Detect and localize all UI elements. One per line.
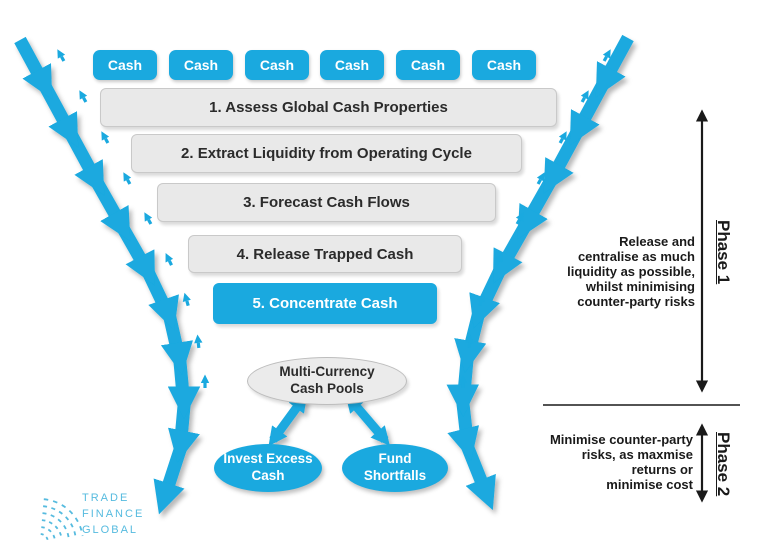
right-main-funnel-arrow: [446, 34, 634, 511]
pool-connector-left: [268, 392, 308, 447]
cash-box-2: Cash: [169, 50, 233, 80]
cash-box-1: Cash: [93, 50, 157, 80]
step-release-trapped-cash: 4. Release Trapped Cash: [188, 235, 462, 273]
logo-fan-icon: [40, 498, 84, 542]
cash-box-4: Cash: [320, 50, 384, 80]
step-extract-liquidity: 2. Extract Liquidity from Operating Cycl…: [131, 134, 522, 173]
cash-box-6: Cash: [472, 50, 536, 80]
pool-connectors: [268, 392, 390, 447]
left-main-funnel-arrow: [14, 36, 201, 515]
step-assess-global-cash-properties: 1. Assess Global Cash Properties: [100, 88, 557, 127]
step-concentrate-cash: 5. Concentrate Cash: [213, 283, 437, 324]
step-forecast-cash-flows: 3. Forecast Cash Flows: [157, 183, 496, 222]
phase2-label: Phase 2: [714, 432, 733, 497]
pool-connector-right: [345, 393, 390, 446]
cash-box-5: Cash: [396, 50, 460, 80]
phase1-label: Phase 1: [714, 220, 733, 285]
cash-box-3: Cash: [245, 50, 309, 80]
